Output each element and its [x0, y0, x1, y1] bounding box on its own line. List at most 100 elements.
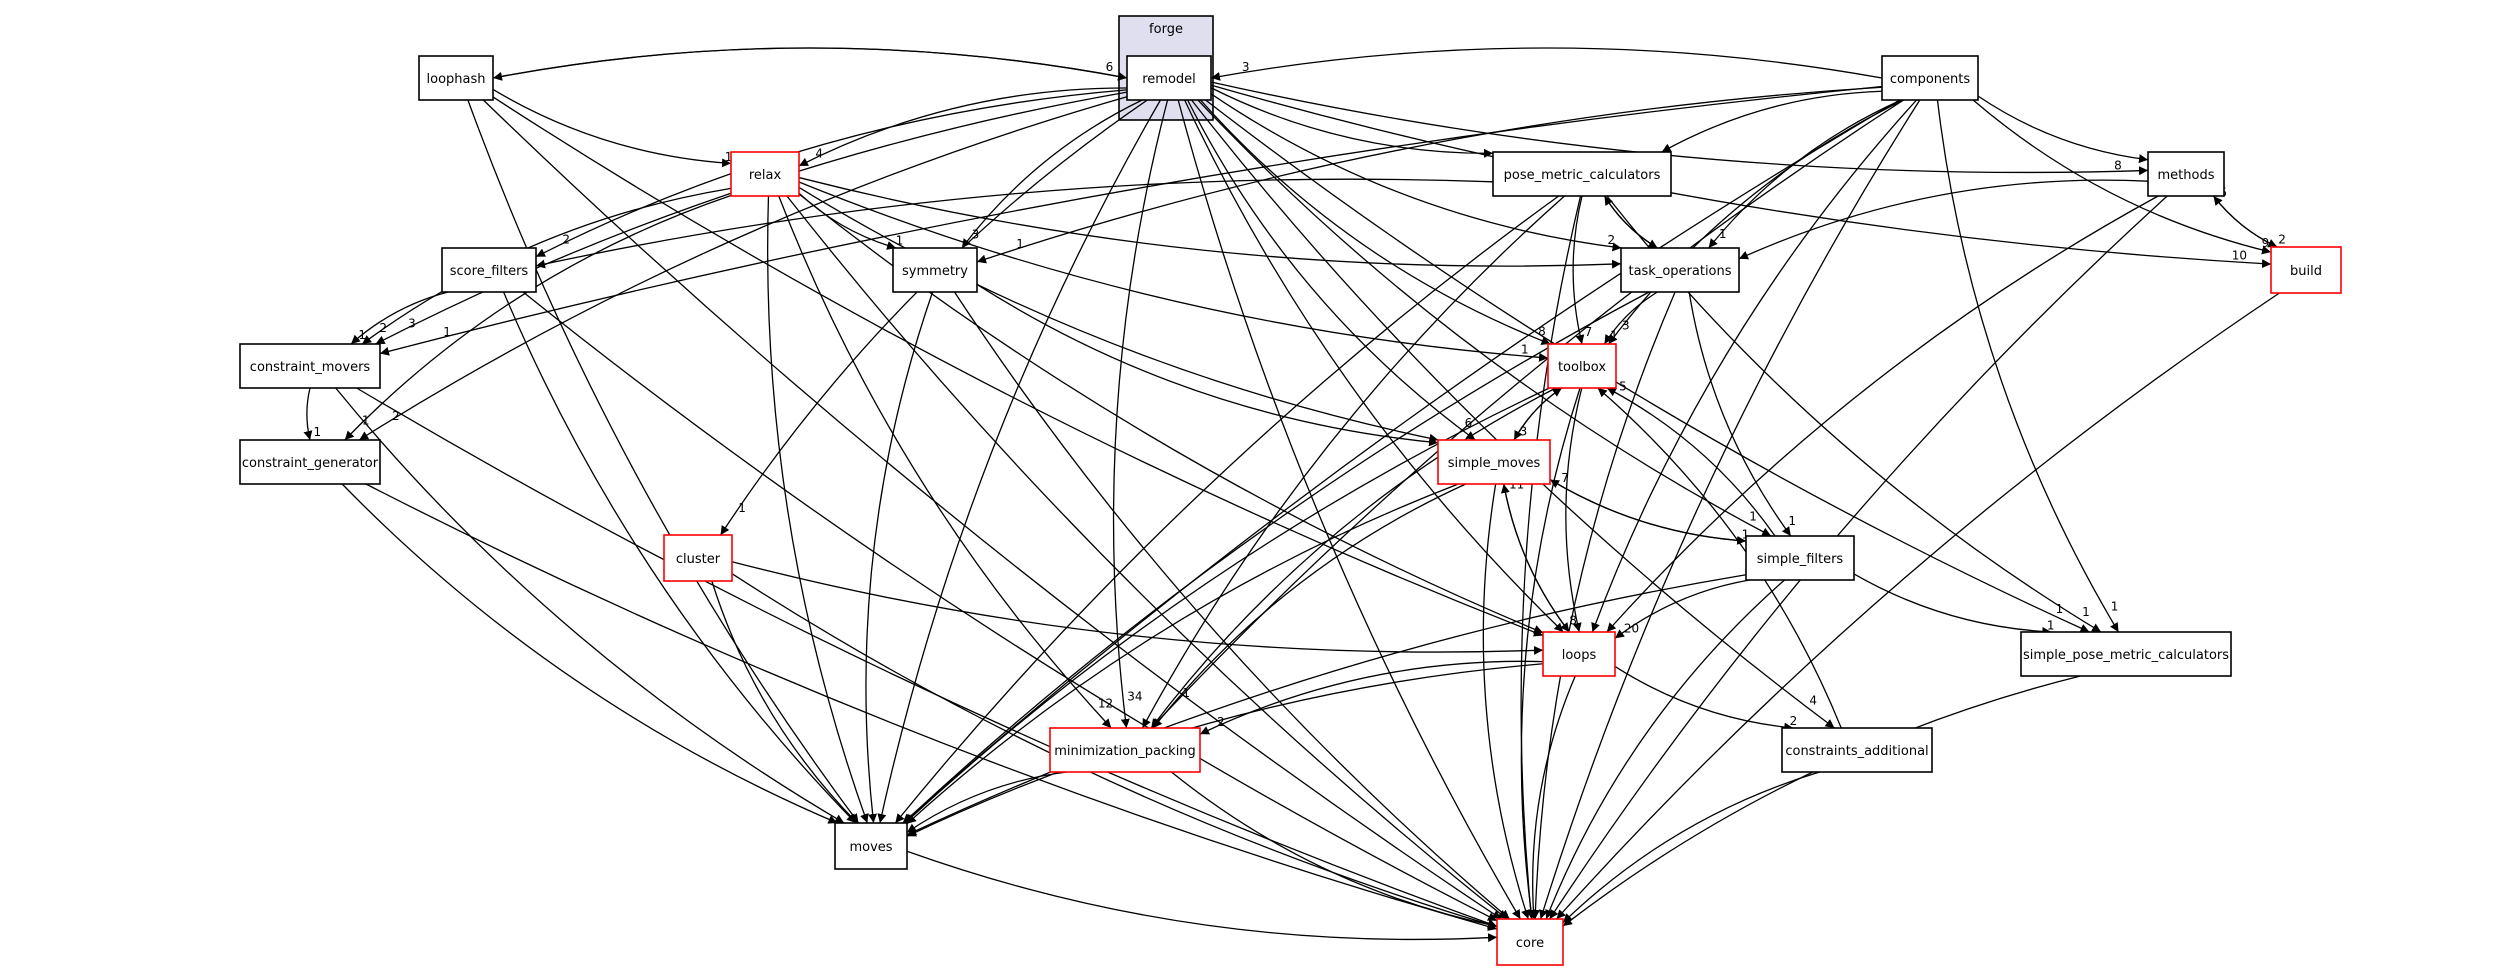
edge-line [904, 387, 1550, 824]
edge-components-to-simple_pose_metric_calculators: 1 [1936, 99, 2120, 633]
edge-pose_metric_calculators-to-minimization_packing [1141, 195, 1565, 729]
edge-label: 1 [362, 414, 370, 428]
node-box[interactable] [1781, 727, 1933, 773]
node-pose_metric_calculators[interactable]: pose_metric_calculators [1492, 151, 1672, 197]
edge-constraints_additional-to-toolbox [1597, 387, 1842, 729]
node-constraint_generator[interactable]: constraint_generator [239, 439, 381, 485]
edge-loophash-to-relax: 12 [492, 88, 740, 168]
edge-label: 1 [1016, 237, 1024, 251]
node-box[interactable] [418, 55, 494, 101]
node-remodel[interactable]: remodel [1126, 55, 1212, 101]
edge-label: 8 [2114, 159, 2122, 173]
node-box[interactable] [834, 822, 908, 870]
node-simple_moves[interactable]: simple_moves [1437, 439, 1551, 485]
edge-line [335, 387, 845, 824]
edge-label: 1 [1521, 343, 1529, 357]
node-box[interactable] [441, 247, 537, 293]
node-simple_filters[interactable]: simple_filters [1745, 535, 1855, 581]
cluster-label: forge [1149, 22, 1183, 37]
edge-relax-to-core [786, 195, 1508, 920]
edge-line [1210, 93, 1622, 252]
edge-line [1661, 90, 1883, 153]
edge-simple_moves-to-moves [906, 483, 1459, 825]
edge-simple_moves-to-simple_filters: 1 [1549, 479, 1749, 545]
node-symmetry[interactable]: symmetry [892, 247, 978, 293]
edge-line [1210, 87, 1494, 158]
node-cluster[interactable]: cluster [663, 534, 733, 582]
edge-label: 1 [2082, 605, 2090, 619]
node-box[interactable] [239, 439, 381, 485]
edge-line [1200, 99, 1551, 345]
node-box[interactable] [2020, 631, 2232, 677]
edge-simple_filters-to-simple_moves: 7 [1549, 471, 1747, 542]
edge-simple_moves-to-minimization_packing [1152, 483, 1467, 729]
node-label: pose_metric_calculators [1504, 168, 1661, 183]
edge-line [1152, 483, 1467, 729]
edge-label: 9 [2262, 236, 2270, 250]
node-moves[interactable]: moves [834, 822, 908, 870]
edge-pose_metric_calculators-to-core [1520, 195, 1582, 920]
node-box[interactable] [1745, 535, 1855, 581]
edge-line [731, 573, 1498, 929]
edge-relax-to-task_operations [798, 176, 1622, 269]
edge-line [1562, 771, 1820, 924]
edge-line [906, 850, 1498, 943]
node-components[interactable]: components [1881, 55, 1979, 101]
node-box[interactable] [239, 343, 381, 389]
edge-label: 1 [2111, 599, 2119, 613]
node-loops[interactable]: loops [1542, 631, 1616, 677]
node-simple_pose_metric_calculators[interactable]: simple_pose_metric_calculators [2020, 631, 2232, 677]
node-box[interactable] [663, 534, 733, 582]
node-box[interactable] [1620, 247, 1740, 293]
edge-remodel-to-core [1177, 99, 1521, 920]
node-box[interactable] [1542, 631, 1616, 677]
node-label: minimization_packing [1054, 744, 1196, 759]
node-box[interactable] [1492, 151, 1672, 197]
node-label: components [1890, 72, 1971, 87]
edge-line [1210, 47, 1883, 81]
node-box[interactable] [892, 247, 978, 293]
edge-symmetry-to-core [953, 291, 1511, 920]
edge-simple_filters-to-core [1545, 579, 1785, 920]
edge-line [1191, 99, 1835, 729]
edge-line [1520, 195, 1582, 920]
node-loophash[interactable]: loophash [418, 55, 494, 101]
edge-remodel-to-simple_filters: 1 [1197, 99, 1772, 537]
node-box[interactable] [1126, 55, 1212, 101]
node-box[interactable] [730, 151, 800, 197]
edge-simple_filters-to-toolbox: 5 [1606, 379, 1776, 537]
node-toolbox[interactable]: toolbox [1547, 343, 1617, 389]
node-box[interactable] [1437, 439, 1551, 485]
edge-line [1572, 195, 1585, 345]
node-box[interactable] [1547, 343, 1617, 389]
node-constraints_additional[interactable]: constraints_additional [1781, 727, 1933, 773]
edge-label: 1 [1749, 509, 1757, 523]
edge-line [1606, 195, 2159, 633]
node-core[interactable]: core [1496, 918, 1564, 966]
node-task_operations[interactable]: task_operations [1620, 247, 1740, 293]
edge-symmetry-to-simple_moves [976, 283, 1439, 447]
node-box[interactable] [2270, 246, 2342, 294]
edge-label: 3 [1520, 424, 1528, 438]
edge-label: 2 [1608, 233, 1616, 247]
node-score_filters[interactable]: score_filters [441, 247, 537, 293]
node-relax[interactable]: relax [730, 151, 800, 197]
node-box[interactable] [2147, 151, 2225, 197]
edge-line [502, 291, 857, 824]
edge-line [1565, 387, 1583, 633]
edge-label: 1 [2056, 602, 2064, 616]
node-box[interactable] [1496, 918, 1564, 966]
edge-label: 34 [1127, 690, 1142, 704]
edge-label: 1 [738, 501, 746, 515]
node-minimization_packing[interactable]: minimization_packing [1049, 727, 1201, 773]
node-build[interactable]: build [2270, 246, 2342, 294]
edge-pose_metric_calculators-to-moves [894, 195, 1560, 824]
edge-line [1591, 99, 1918, 633]
node-constraint_movers[interactable]: constraint_movers [239, 343, 381, 389]
node-box[interactable] [1881, 55, 1979, 101]
edge-label: 4 [1809, 693, 1817, 707]
node-box[interactable] [1049, 727, 1201, 773]
edge-components-to-remodel: 3 [1210, 47, 1883, 81]
node-methods[interactable]: methods [2147, 151, 2225, 197]
edge-line [492, 47, 1128, 81]
